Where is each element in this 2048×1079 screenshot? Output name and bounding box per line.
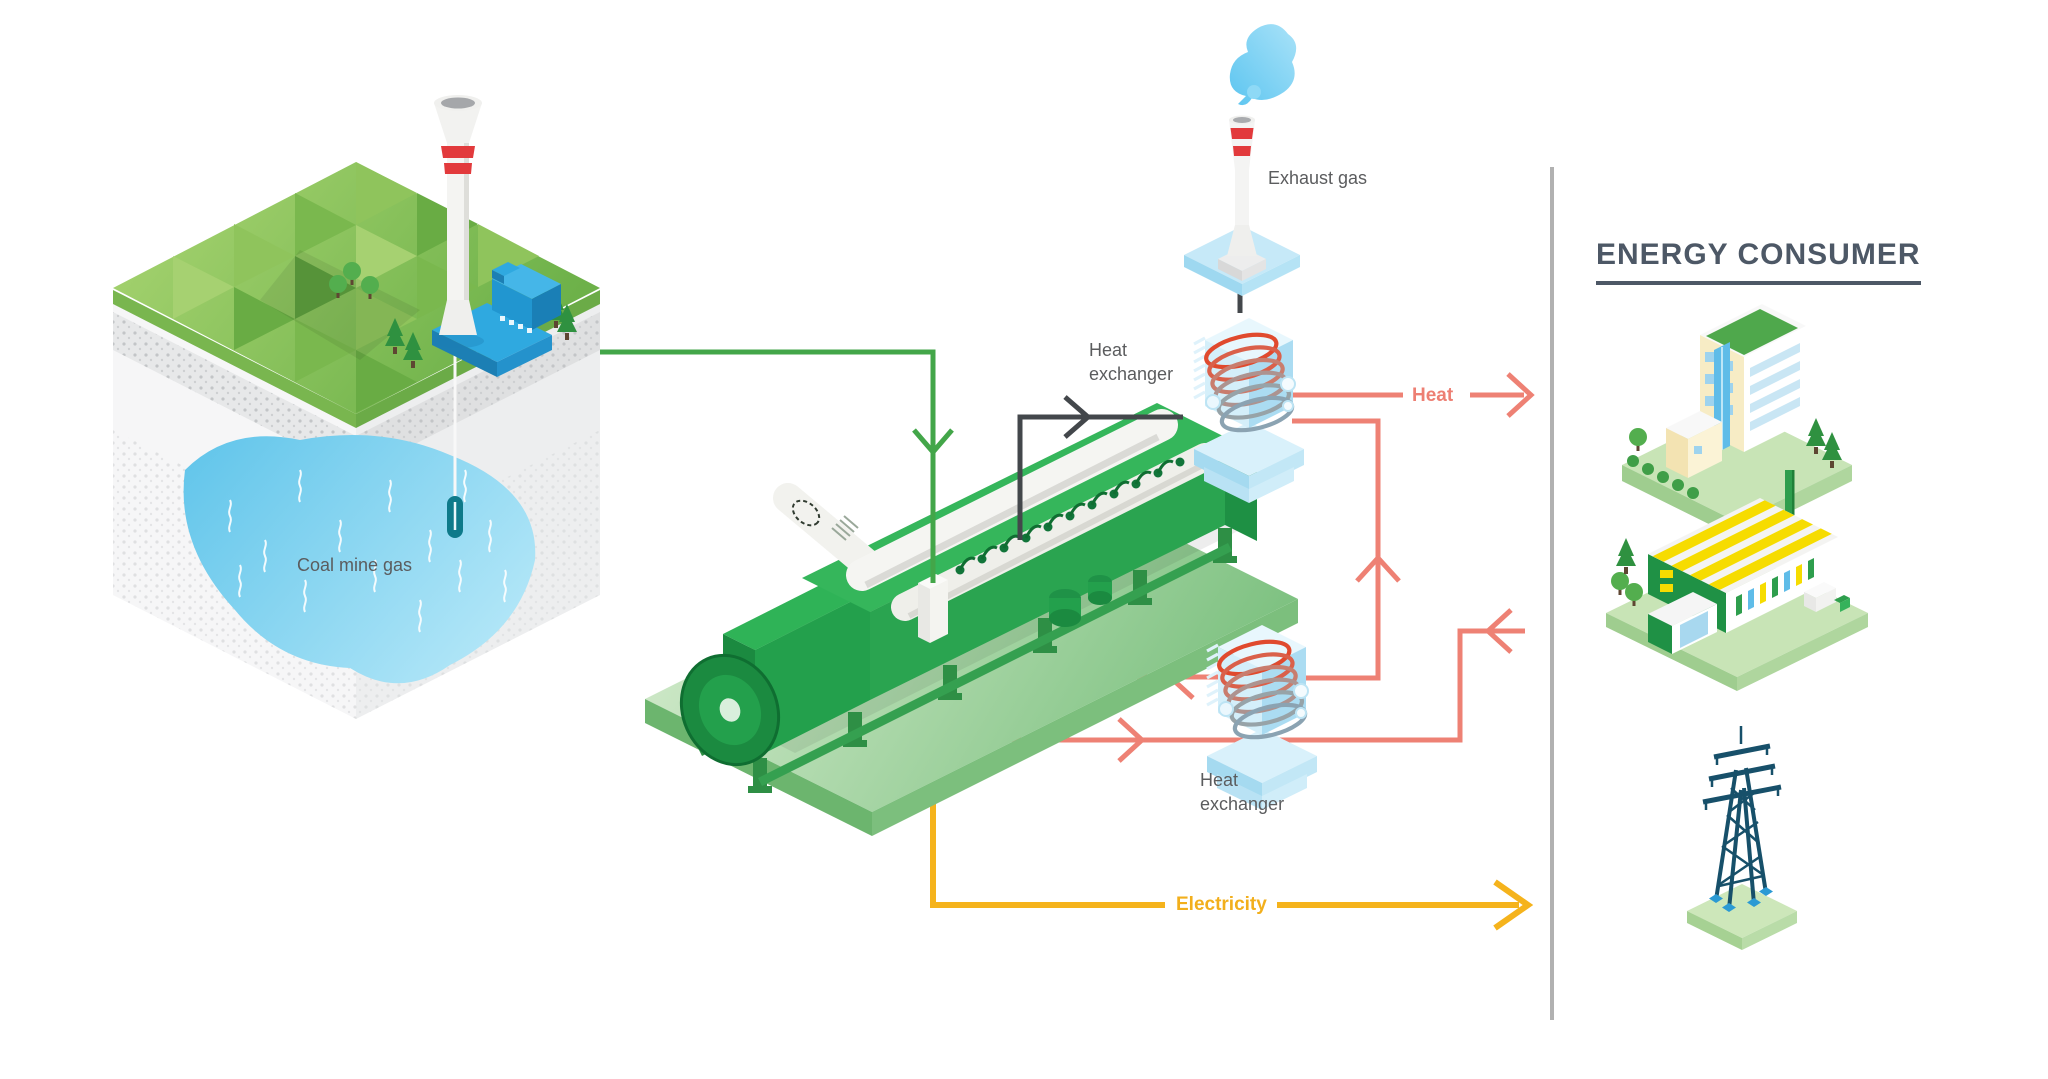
gas-engine-unit [645, 403, 1298, 836]
land-facets [173, 162, 539, 413]
heat-arrow-icon [1506, 372, 1535, 418]
electricity-line-left [930, 785, 1165, 908]
engine-to-hx-return-pipe [1012, 628, 1525, 743]
engine-top-tube [846, 409, 1178, 591]
gas-reservoir [183, 435, 536, 684]
return-arrow-icon [1484, 608, 1513, 654]
consumer-divider [1550, 167, 1554, 1020]
pylon-lattice [1702, 726, 1782, 910]
coal-mine-block [113, 95, 600, 719]
cylinder-row [955, 457, 1185, 575]
gas-arrow-icon [912, 428, 954, 456]
engine-front-tube [891, 443, 1219, 621]
smoke-icon [1229, 24, 1297, 106]
coal-mine-gas-label: Coal mine gas [297, 555, 413, 575]
mine-vent-stack [432, 95, 484, 348]
electricity-flow-label: Electricity [1176, 894, 1267, 915]
consumer-factory [1606, 470, 1868, 691]
exhaust-pipe [1017, 414, 1183, 540]
consumer-power-pylon [1687, 726, 1797, 950]
energy-consumer-heading: ENERGY CONSUMER [1596, 238, 1921, 285]
mine-building [492, 262, 561, 333]
to-hx-arrow-icon [1117, 717, 1146, 763]
heat-flow-label: Heat [1412, 385, 1454, 406]
gas-line [588, 349, 954, 583]
heat-exchanger-top-label: Heat exchanger [1089, 340, 1174, 385]
hx-riser-pipe [1292, 418, 1381, 681]
riser-up-arrow-icon [1355, 554, 1401, 583]
heat-exchanger-bottom-label: Heat exchanger [1200, 770, 1285, 815]
generator-body [755, 592, 870, 758]
heat-exchanger-top [1194, 318, 1304, 503]
electricity-arrow-icon [1493, 879, 1534, 931]
consumer-apartment-building [1622, 304, 1852, 538]
air-intake-tube [773, 483, 883, 580]
electricity-lines [930, 785, 1534, 931]
gas-pipe [588, 349, 936, 583]
gas-inlet-box [918, 574, 948, 643]
flywheel [679, 653, 781, 767]
exhaust-arrow-icon [1063, 395, 1092, 439]
exhaust-stack-unit [1184, 24, 1300, 296]
exhaust-gas-label: Exhaust gas [1268, 168, 1368, 188]
